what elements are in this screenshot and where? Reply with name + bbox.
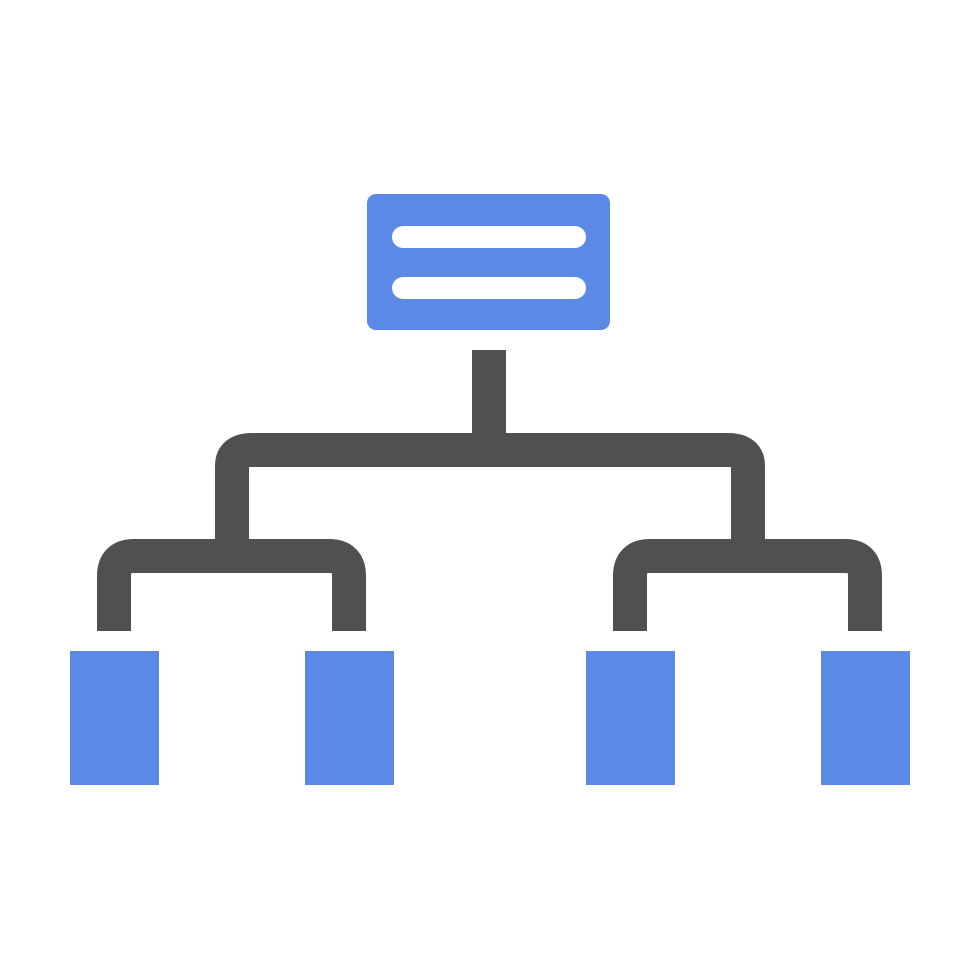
- root-node-line-1: [392, 226, 586, 248]
- connectors: [97, 350, 882, 631]
- root-node-line-2: [392, 277, 586, 299]
- root-node-box: [367, 194, 610, 330]
- left-branch-connector: [97, 539, 366, 631]
- leaf-node-3: [586, 651, 675, 785]
- leaf-node-4: [821, 651, 910, 785]
- right-branch-connector: [613, 539, 882, 631]
- leaf-node-2: [305, 651, 394, 785]
- leaf-node-1: [70, 651, 159, 785]
- leaf-nodes: [70, 651, 910, 785]
- level-1-connector: [215, 433, 765, 556]
- root-node: [367, 194, 610, 330]
